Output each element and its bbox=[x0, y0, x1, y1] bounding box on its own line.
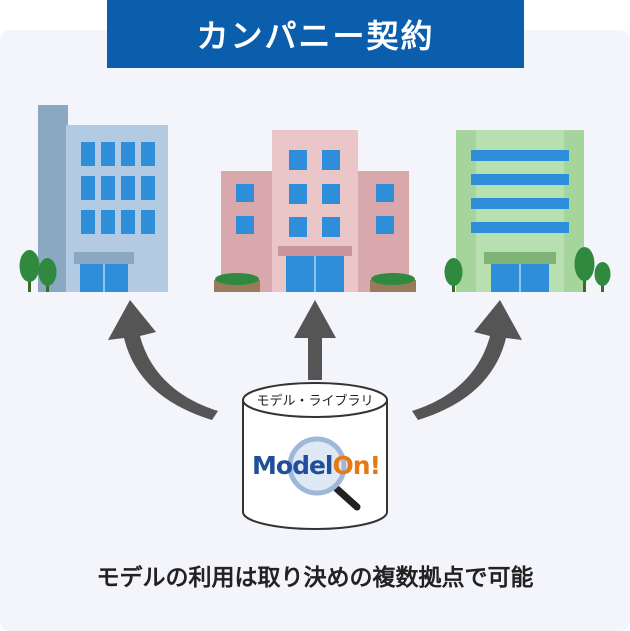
title-text: カンパニー契約 bbox=[196, 17, 435, 55]
logo-part-on: On! bbox=[332, 451, 381, 480]
model-on-logo: ModelOn! bbox=[246, 451, 386, 480]
building-pink bbox=[214, 130, 416, 292]
magnifier-icon bbox=[287, 436, 361, 511]
hedge-icon bbox=[214, 273, 416, 292]
title-banner: カンパニー契約 bbox=[107, 0, 524, 68]
building-green bbox=[444, 130, 611, 292]
tree-icon bbox=[19, 250, 57, 292]
tree-icon bbox=[444, 247, 611, 292]
arrow-middle bbox=[294, 300, 336, 380]
caption-text: モデルの利用は取り決めの複数拠点で可能 bbox=[96, 565, 534, 591]
building-blue bbox=[19, 105, 168, 292]
database-label: モデル・ライブラリ bbox=[256, 394, 374, 409]
logo-part-model: Model bbox=[252, 451, 333, 480]
arrow-left bbox=[108, 300, 218, 420]
arrow-right bbox=[412, 300, 522, 420]
